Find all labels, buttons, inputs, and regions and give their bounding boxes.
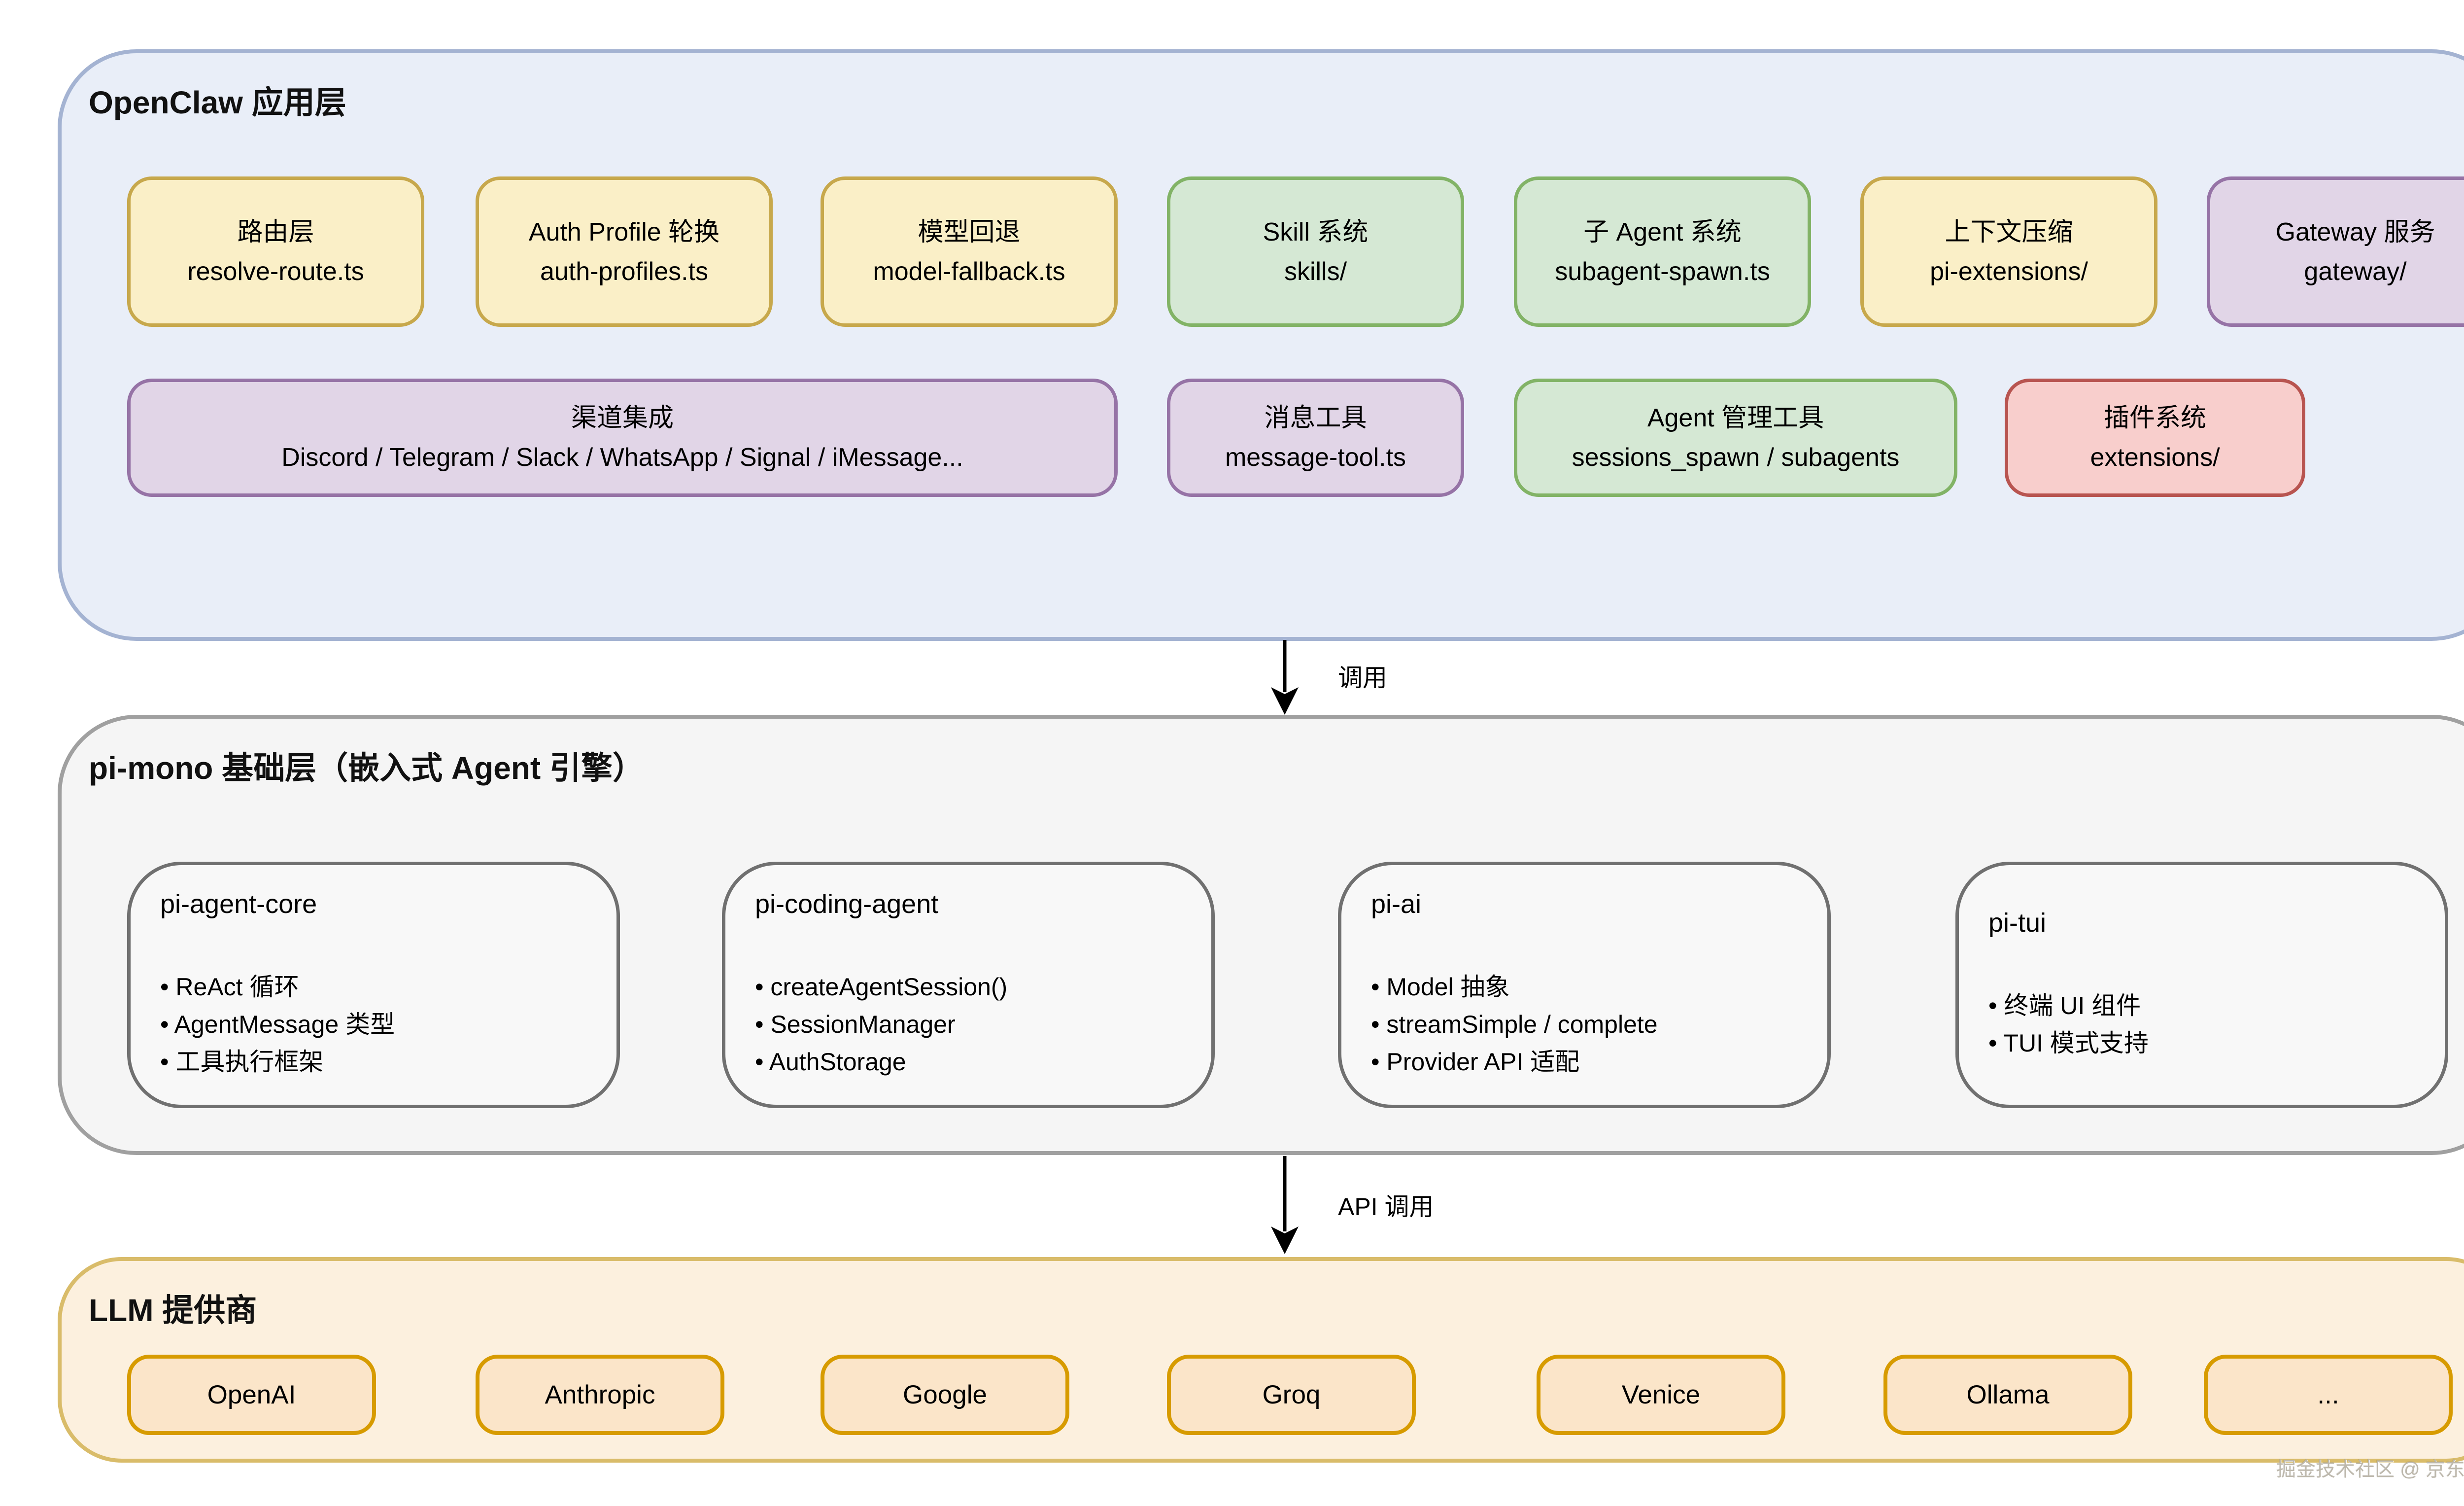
node-message-tool: 消息工具 message-tool.ts bbox=[1167, 379, 1464, 497]
node-subtitle: sessions_spawn / subagents bbox=[1572, 443, 1900, 472]
node-subtitle: model-fallback.ts bbox=[873, 257, 1065, 286]
node-title: 消息工具 bbox=[1264, 404, 1367, 432]
module-title: pi-ai bbox=[1371, 889, 1422, 919]
node-model-fallback: 模型回退 model-fallback.ts bbox=[821, 176, 1118, 327]
node-title: Skill 系统 bbox=[1263, 217, 1369, 246]
node-route-layer: 路由层 resolve-route.ts bbox=[127, 176, 424, 327]
llm-layer-container: LLM 提供商 OpenAI Anthropic Google Groq Ven… bbox=[58, 1257, 2464, 1463]
module-item: • streamSimple / complete bbox=[1371, 1011, 1658, 1038]
node-title: 上下文压缩 bbox=[1945, 217, 2073, 246]
node-channel-integration: 渠道集成 Discord / Telegram / Slack / WhatsA… bbox=[127, 379, 1118, 497]
node-subtitle: auth-profiles.ts bbox=[540, 257, 709, 286]
node-title: 路由层 bbox=[237, 217, 314, 246]
provider-label: Ollama bbox=[1966, 1380, 2050, 1409]
module-item-list: • Model 抽象 • streamSimple / complete • P… bbox=[1371, 968, 1658, 1081]
provider-anthropic: Anthropic bbox=[476, 1355, 724, 1435]
node-title: Auth Profile 轮换 bbox=[528, 217, 720, 246]
arrow-call-label: 调用 bbox=[1338, 664, 1387, 692]
module-item: • ReAct 循环 bbox=[160, 973, 299, 1001]
base-layer-container: pi-mono 基础层（嵌入式 Agent 引擎） pi-agent-core … bbox=[58, 715, 2464, 1155]
module-item-list: • ReAct 循环 • AgentMessage 类型 • 工具执行框架 bbox=[160, 968, 395, 1081]
node-subtitle: skills/ bbox=[1284, 257, 1347, 286]
provider-label: Anthropic bbox=[545, 1380, 655, 1409]
provider-venice: Venice bbox=[1537, 1355, 1785, 1435]
node-context-compression: 上下文压缩 pi-extensions/ bbox=[1860, 176, 2157, 327]
node-subtitle: subagent-spawn.ts bbox=[1555, 257, 1770, 286]
module-item-list: • 终端 UI 组件 • TUI 模式支持 bbox=[1988, 987, 2149, 1062]
module-pi-ai: pi-ai • Model 抽象 • streamSimple / comple… bbox=[1338, 862, 1831, 1108]
node-title: 插件系统 bbox=[2103, 404, 2206, 432]
provider-label: OpenAI bbox=[207, 1380, 296, 1409]
module-item: • SessionManager bbox=[755, 1011, 956, 1038]
module-title: pi-coding-agent bbox=[755, 889, 939, 919]
base-layer-title: pi-mono 基础层（嵌入式 Agent 引擎） bbox=[89, 750, 645, 786]
module-item: • TUI 模式支持 bbox=[1988, 1029, 2149, 1057]
node-auth-profile-rotation: Auth Profile 轮换 auth-profiles.ts bbox=[476, 176, 773, 327]
node-subtitle: resolve-route.ts bbox=[187, 257, 364, 286]
node-subtitle: gateway/ bbox=[2304, 257, 2407, 286]
app-layer-title: OpenClaw 应用层 bbox=[89, 85, 346, 120]
provider-ollama: Ollama bbox=[1883, 1355, 2132, 1435]
module-title: pi-tui bbox=[1988, 908, 2047, 938]
node-subtitle: extensions/ bbox=[2090, 443, 2220, 472]
down-arrow-icon bbox=[1271, 1156, 1299, 1254]
module-item: • AuthStorage bbox=[755, 1048, 906, 1076]
node-title: Gateway 服务 bbox=[2275, 217, 2435, 246]
llm-layer-title: LLM 提供商 bbox=[89, 1293, 257, 1328]
module-item: • AgentMessage 类型 bbox=[160, 1011, 395, 1038]
down-arrow-icon bbox=[1271, 640, 1299, 715]
provider-groq: Groq bbox=[1167, 1355, 1416, 1435]
provider-more: ... bbox=[2204, 1355, 2453, 1435]
module-item: • Model 抽象 bbox=[1371, 973, 1510, 1001]
node-subtitle: pi-extensions/ bbox=[1930, 257, 2088, 286]
node-agent-admin-tools: Agent 管理工具 sessions_spawn / subagents bbox=[1514, 379, 1957, 497]
module-pi-tui: pi-tui • 终端 UI 组件 • TUI 模式支持 bbox=[1955, 862, 2448, 1108]
node-title: 子 Agent 系统 bbox=[1583, 217, 1742, 246]
module-item: • Provider API 适配 bbox=[1371, 1048, 1580, 1076]
module-pi-agent-core: pi-agent-core • ReAct 循环 • AgentMessage … bbox=[127, 862, 620, 1108]
node-gateway-service: Gateway 服务 gateway/ bbox=[2207, 176, 2464, 327]
node-subtitle: Discord / Telegram / Slack / WhatsApp / … bbox=[281, 443, 963, 472]
provider-label: Venice bbox=[1621, 1380, 1701, 1409]
node-skill-system: Skill 系统 skills/ bbox=[1167, 176, 1464, 327]
module-item: • createAgentSession() bbox=[755, 973, 1008, 1001]
arrow-api-call-label: API 调用 bbox=[1338, 1193, 1434, 1221]
module-item: • 终端 UI 组件 bbox=[1988, 992, 2141, 1019]
node-title: Agent 管理工具 bbox=[1647, 404, 1824, 432]
module-item: • 工具执行框架 bbox=[160, 1048, 324, 1076]
node-subtitle: message-tool.ts bbox=[1225, 443, 1406, 472]
module-pi-coding-agent: pi-coding-agent • createAgentSession() •… bbox=[722, 862, 1215, 1108]
app-layer-container: OpenClaw 应用层 路由层 resolve-route.ts Auth P… bbox=[58, 49, 2464, 641]
node-title: 渠道集成 bbox=[571, 404, 674, 432]
provider-openai: OpenAI bbox=[127, 1355, 376, 1435]
provider-google: Google bbox=[821, 1355, 1069, 1435]
provider-label: ... bbox=[2317, 1380, 2339, 1409]
provider-label: Groq bbox=[1262, 1380, 1321, 1409]
watermark: 掘金技术社区 @ 京东云开发者 bbox=[2276, 1459, 2464, 1480]
module-title: pi-agent-core bbox=[160, 889, 317, 919]
provider-label: Google bbox=[903, 1380, 987, 1409]
module-item-list: • createAgentSession() • SessionManager … bbox=[755, 968, 1007, 1081]
node-plugin-system: 插件系统 extensions/ bbox=[2005, 379, 2305, 497]
node-subagent-system: 子 Agent 系统 subagent-spawn.ts bbox=[1514, 176, 1811, 327]
node-title: 模型回退 bbox=[918, 217, 1021, 246]
